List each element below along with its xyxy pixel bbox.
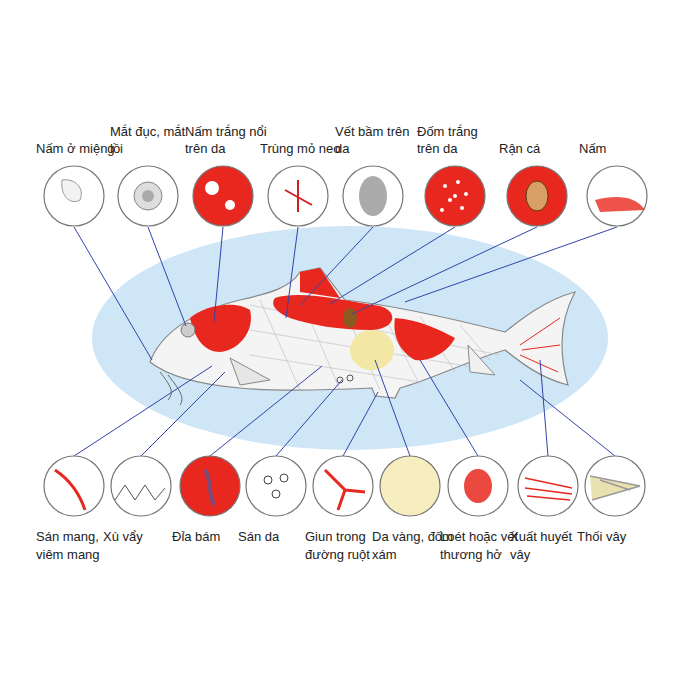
- symptom-label: Loét hoặc vết thương hở: [440, 528, 522, 563]
- symptom-label: Đốm trắng trên da: [417, 123, 499, 158]
- fish-body: [150, 268, 575, 398]
- lice-spot: [343, 308, 357, 328]
- symptom-label: Mắt đục, mắt lồi: [110, 123, 192, 158]
- yellow-patch: [350, 330, 394, 370]
- leader-lines: [74, 227, 617, 456]
- circle-icons: [55, 176, 645, 510]
- pectoral-fin: [230, 358, 270, 385]
- symptom-label: Vết bầm trên da: [335, 123, 417, 158]
- red-patches: [190, 268, 455, 360]
- background-ellipse: [92, 226, 608, 450]
- symptom-label: Thối vây: [577, 528, 659, 546]
- symptom-circles: [44, 166, 647, 516]
- symptom-label: Rận cá: [499, 140, 581, 158]
- symptom-label: Nấm trắng nổi trên da: [185, 123, 267, 158]
- anal-fin: [468, 345, 495, 375]
- symptom-label: Trùng mỏ neo: [260, 140, 342, 158]
- barbels: [160, 372, 182, 405]
- symptom-label: Nấm ở miệng: [36, 140, 118, 158]
- symptom-label: Nấm: [579, 140, 661, 158]
- fish-eye: [181, 323, 195, 337]
